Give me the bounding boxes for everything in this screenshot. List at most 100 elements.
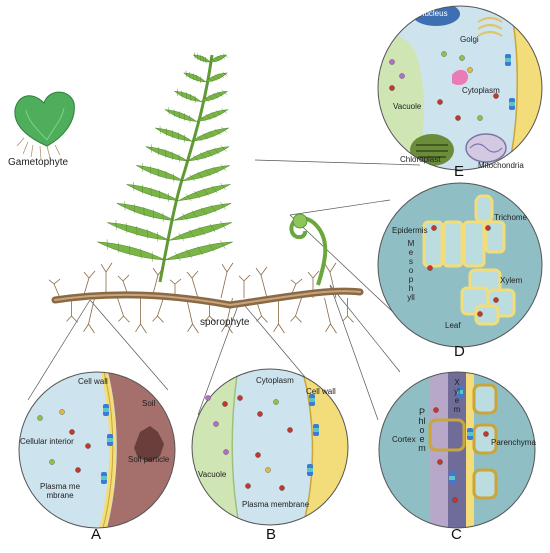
root-branch [135, 298, 147, 334]
root-branch [238, 274, 251, 298]
panel-d-trichome-label: Trichome [494, 213, 528, 222]
molecule-dot [265, 467, 271, 473]
molecule-dot [237, 395, 243, 401]
panel-d-mesophyll-label: Mesophyll [407, 239, 415, 302]
panel-b-letter: B [266, 526, 277, 543]
panel-b-cell-wall-label: Cell wall [306, 387, 336, 396]
root-branch [48, 278, 61, 299]
molecule-dot [437, 459, 443, 465]
molecule-dot [431, 225, 437, 231]
molecule-dot [222, 401, 228, 407]
root-branch [290, 297, 302, 323]
molecule-dot [213, 421, 219, 427]
root-branch [220, 262, 234, 299]
root-branch [83, 297, 95, 334]
molecule-dot [437, 99, 443, 105]
fern-pinna [195, 108, 229, 122]
fern-pinna [173, 201, 232, 222]
panel-e-golgi-label: Golgi [460, 35, 479, 44]
transporter-protein [509, 98, 515, 110]
molecule-dot [477, 311, 483, 317]
molecule-dot [399, 73, 405, 79]
root-branch [186, 297, 199, 334]
transporter-protein [107, 434, 113, 446]
molecule-dot [427, 265, 433, 271]
molecule-dot [273, 399, 279, 405]
transporter-protein [467, 428, 473, 440]
fern-pinna [107, 220, 170, 242]
fern-pinna [192, 52, 211, 64]
panel-e-leaf-cell [377, 5, 543, 171]
molecule-dot [49, 459, 55, 465]
panel-e-nucleus-label: nucleus [420, 9, 448, 18]
rhizome-and-roots [48, 262, 364, 334]
panel-c-letter: C [451, 526, 462, 543]
fern-pinna [209, 53, 228, 63]
fern-pinna [126, 182, 179, 202]
panel-d-leaf-label: Leaf [445, 321, 461, 330]
panel-a-letter: A [91, 526, 102, 543]
sporophyte-label: sporophyte [200, 317, 250, 328]
panel-c-parenchyma-label: Parenchyma [491, 438, 536, 447]
molecule-dot [483, 431, 489, 437]
panel-a-soil-label: Soil [142, 399, 156, 408]
panel-d-letter: D [454, 343, 465, 360]
fern-pinna [136, 163, 184, 183]
panel-e-letter: E [454, 163, 465, 180]
fern-pinna [164, 240, 233, 262]
molecule-dot [245, 483, 251, 489]
panel-a-root-cell-soil [18, 371, 176, 529]
root-branch [152, 297, 164, 323]
molecule-dot [433, 407, 439, 413]
panel-b-plasma-membrane-label: Plasma membrane [242, 500, 310, 509]
fern-sporophyte [97, 52, 328, 286]
panel-e-vacuole-label: Vacuole [393, 102, 422, 111]
molecule-dot [287, 427, 293, 433]
gametophyte-illustration [14, 91, 75, 160]
panel-e-cytoplasm-label: Cytoplasm [462, 86, 500, 95]
fern-pinna [145, 144, 188, 163]
panel-b-vacuole-label: Vacuole [198, 470, 227, 479]
panel-c-stem-tissue [378, 371, 536, 529]
root-branch [324, 297, 337, 334]
root-branch [255, 266, 268, 299]
root-branch [273, 298, 285, 334]
panel-c-cortex-label: Cortex [392, 435, 416, 444]
panel-c-xylem-label: Xylem [453, 378, 461, 414]
panel-d-leaf-tissue [377, 182, 543, 348]
molecule-dot [389, 85, 395, 91]
fern-pinna [187, 145, 230, 162]
fern-pinna [178, 182, 231, 202]
fern-pinna [173, 88, 202, 103]
molecule-markers [37, 51, 515, 503]
connector-lines [27, 159, 421, 421]
panel-e-chloroplast-label: Chloroplast [400, 155, 441, 164]
fern-pinna [154, 125, 193, 143]
transporter-protein [309, 394, 315, 406]
panel-c-phloem-label: Phloem [418, 407, 426, 453]
molecule-dot [255, 452, 261, 458]
molecule-dot [389, 59, 395, 65]
fern-pinna [191, 126, 230, 142]
molecule-dot [279, 485, 285, 491]
molecule-dot [85, 443, 91, 449]
molecule-dot [37, 415, 43, 421]
molecule-dot [493, 93, 499, 99]
panel-d-epidermis-label: Epidermis [392, 226, 428, 235]
molecule-dot [441, 51, 447, 57]
panel-a-cellular-interior-label: Cellular interior [20, 437, 74, 446]
panel-a-cell-wall-label: Cell wall [78, 377, 108, 386]
panel-b-cytoplasm-label: Cytoplasm [256, 376, 294, 385]
molecule-dot [459, 55, 465, 61]
molecule-dot [485, 225, 491, 231]
molecule-dot [69, 429, 75, 435]
fern-pinna [183, 70, 207, 84]
molecule-dot [477, 115, 483, 121]
fern-pinna [116, 201, 175, 222]
molecule-dot [452, 497, 458, 503]
transporter-protein [505, 54, 511, 66]
molecule-dot [455, 115, 461, 121]
panel-a-soil-particle-label: Soil particle [128, 455, 170, 464]
fern-pinna [169, 220, 232, 242]
